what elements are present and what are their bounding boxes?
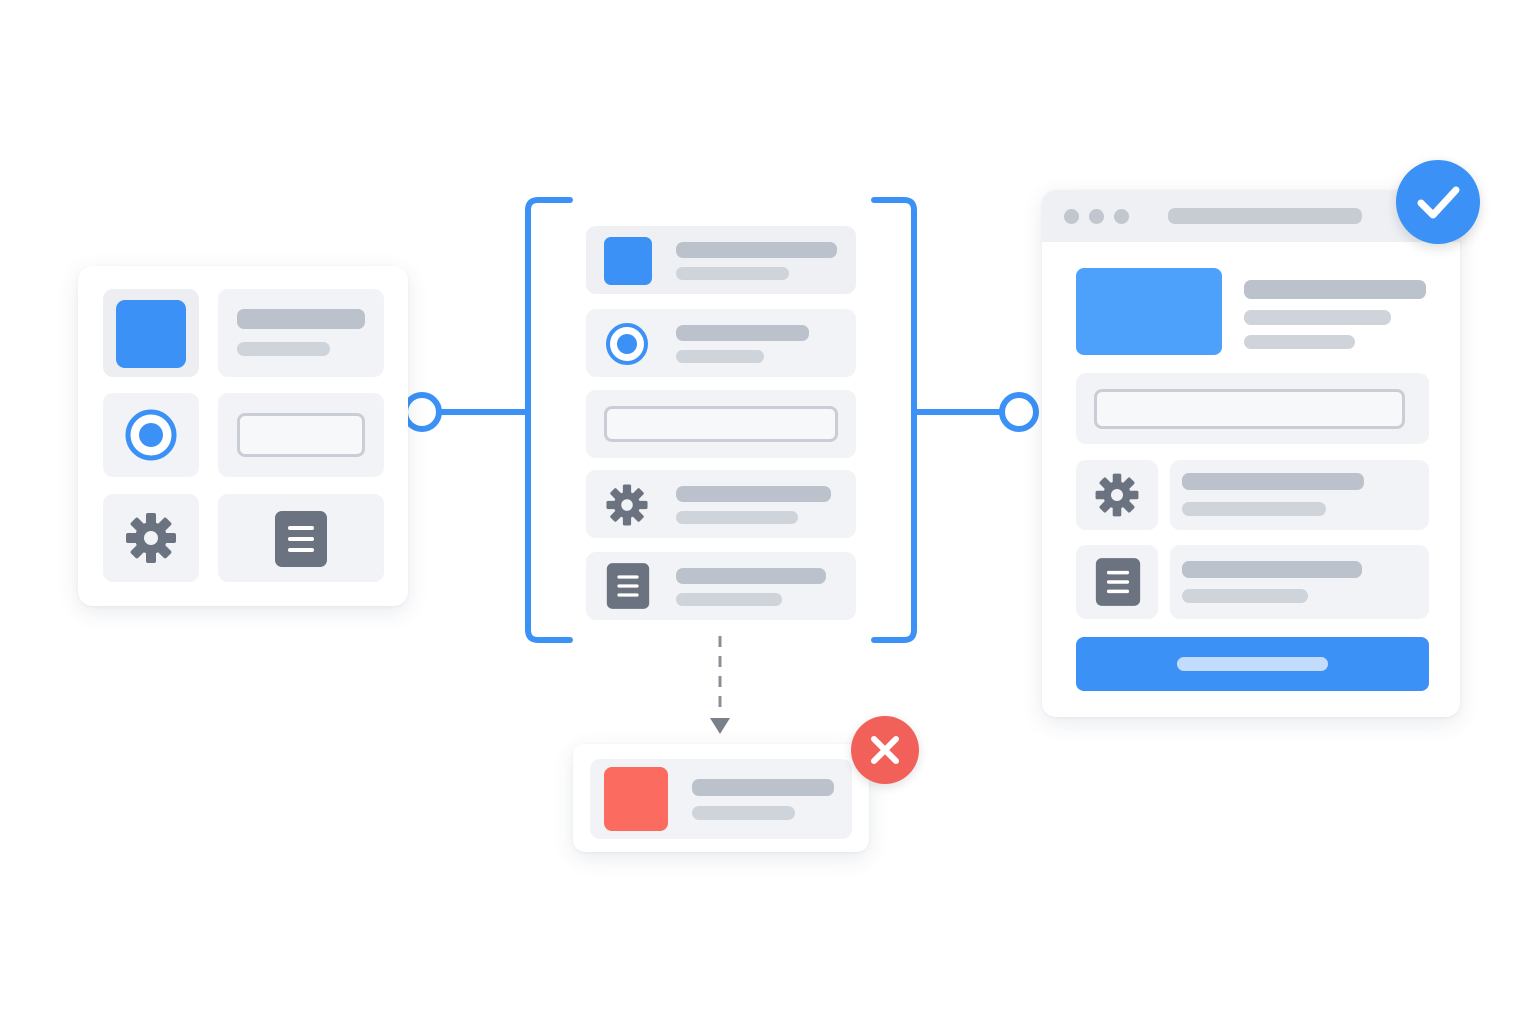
window-dot-icon[interactable] — [1089, 209, 1104, 224]
blue-square-icon — [604, 237, 652, 285]
text-placeholder-line — [1244, 280, 1426, 299]
list-item-input[interactable] — [586, 390, 856, 458]
text-placeholder-line — [676, 242, 837, 258]
text-placeholder-line — [676, 593, 782, 606]
connector-node-right — [999, 392, 1039, 432]
text-placeholder-line — [692, 779, 834, 796]
list-item[interactable] — [586, 470, 856, 538]
document-icon-tile[interactable] — [1076, 545, 1158, 619]
rejected-item-row[interactable] — [590, 759, 852, 839]
source-component-grid — [78, 266, 408, 606]
settings-icon-tile[interactable] — [1076, 460, 1158, 530]
document-icon — [606, 563, 650, 609]
arrow-down-icon — [710, 718, 730, 734]
result-window — [1042, 190, 1460, 717]
selection-bracket — [586, 226, 856, 620]
success-badge — [1396, 160, 1480, 244]
text-placeholder-line — [676, 486, 831, 502]
red-square-icon — [604, 767, 668, 831]
grid-tile-document[interactable] — [218, 494, 384, 582]
button-label-placeholder — [1177, 657, 1328, 671]
input-field-outline[interactable] — [237, 413, 365, 457]
input-field-outline[interactable] — [1094, 389, 1405, 429]
radio-icon — [125, 409, 177, 461]
text-placeholder-line — [692, 806, 795, 820]
text-placeholder-line — [1182, 589, 1308, 603]
gear-icon — [1095, 473, 1139, 517]
document-icon — [1095, 558, 1141, 606]
list-item[interactable] — [586, 309, 856, 377]
connector-node-left — [402, 392, 442, 432]
text-placeholder-line — [1182, 561, 1362, 578]
text-placeholder-line — [1182, 473, 1364, 490]
gear-icon — [126, 513, 176, 563]
text-placeholder-line — [676, 325, 809, 341]
text-placeholder-line — [676, 511, 798, 524]
grid-tile-radio[interactable] — [103, 393, 199, 477]
blue-square-icon — [116, 300, 186, 368]
error-badge — [851, 716, 919, 784]
window-titlebar — [1042, 190, 1460, 242]
text-placeholder-line — [676, 350, 764, 363]
grid-tile-text[interactable] — [218, 289, 384, 377]
text-placeholder-line — [237, 342, 330, 356]
text-placeholder-line — [676, 267, 789, 280]
address-bar[interactable] — [1168, 208, 1362, 224]
hero-image — [1076, 268, 1222, 355]
list-item[interactable] — [586, 552, 856, 620]
list-item[interactable] — [586, 226, 856, 294]
text-placeholder-line — [1182, 502, 1326, 516]
gear-icon — [606, 484, 648, 526]
bracket-left — [525, 197, 573, 643]
grid-tile-settings[interactable] — [103, 494, 199, 582]
checkmark-icon — [1417, 186, 1460, 219]
window-dot-icon[interactable] — [1114, 209, 1129, 224]
primary-button[interactable] — [1076, 637, 1429, 691]
close-icon — [871, 736, 899, 764]
grid-tile-square[interactable] — [103, 289, 199, 377]
text-placeholder-line — [237, 309, 365, 329]
text-placeholder-line — [1244, 310, 1391, 325]
input-row[interactable] — [1076, 373, 1429, 444]
window-dot-icon[interactable] — [1064, 209, 1079, 224]
document-icon — [275, 511, 327, 567]
text-placeholder-line — [1244, 335, 1355, 349]
bracket-right — [871, 197, 917, 643]
rejected-item — [573, 744, 869, 852]
grid-tile-input[interactable] — [218, 393, 384, 477]
document-text-tile[interactable] — [1170, 545, 1429, 619]
settings-text-tile[interactable] — [1170, 460, 1429, 530]
input-field-outline[interactable] — [604, 406, 838, 442]
radio-icon — [606, 323, 648, 365]
text-placeholder-line — [676, 568, 826, 584]
